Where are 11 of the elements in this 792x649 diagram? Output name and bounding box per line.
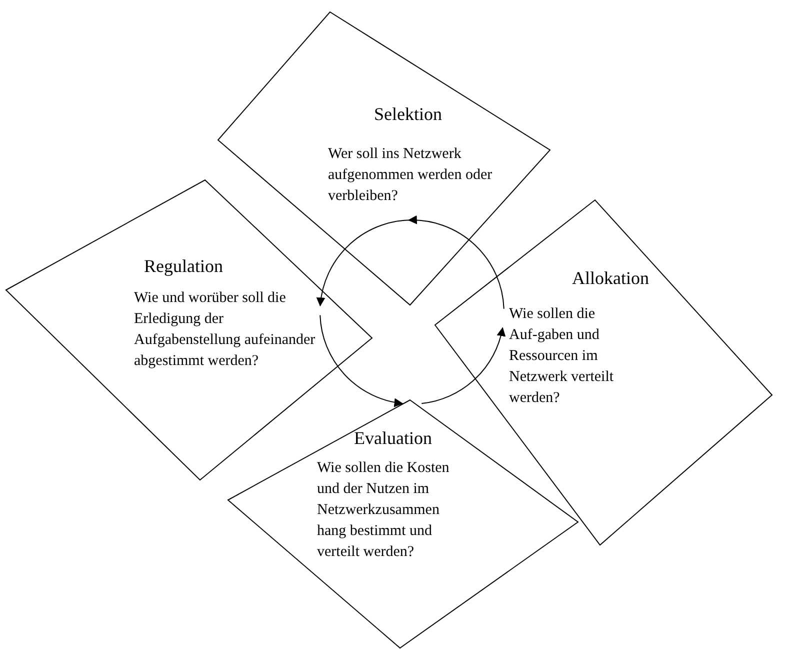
- curved-arrow: [320, 314, 404, 407]
- node-heading: Allokation: [572, 268, 649, 289]
- curved-arrow: [421, 327, 506, 404]
- node-description: Wer soll ins Netzwerk aufgenommen werden oder verbleiben?: [328, 145, 494, 206]
- curved-arrow: [408, 216, 504, 310]
- node-heading: Selektion: [374, 104, 442, 125]
- node-description: Wie sollen die Auf-gaben und Ressourcen im Netzwerk verteilt werden?: [509, 305, 615, 408]
- node-heading: Regulation: [144, 256, 223, 277]
- node-description: Wie sollen die Kosten und der Nutzen im Netzwerkzusammen hang bestimmt und verteilt werden?: [317, 459, 450, 562]
- node-description: Wie und worüber soll die Erledigung der Aufgabenstellung aufeinander abgestimmt werden?: [134, 289, 316, 371]
- node-heading: Evaluation: [354, 428, 432, 449]
